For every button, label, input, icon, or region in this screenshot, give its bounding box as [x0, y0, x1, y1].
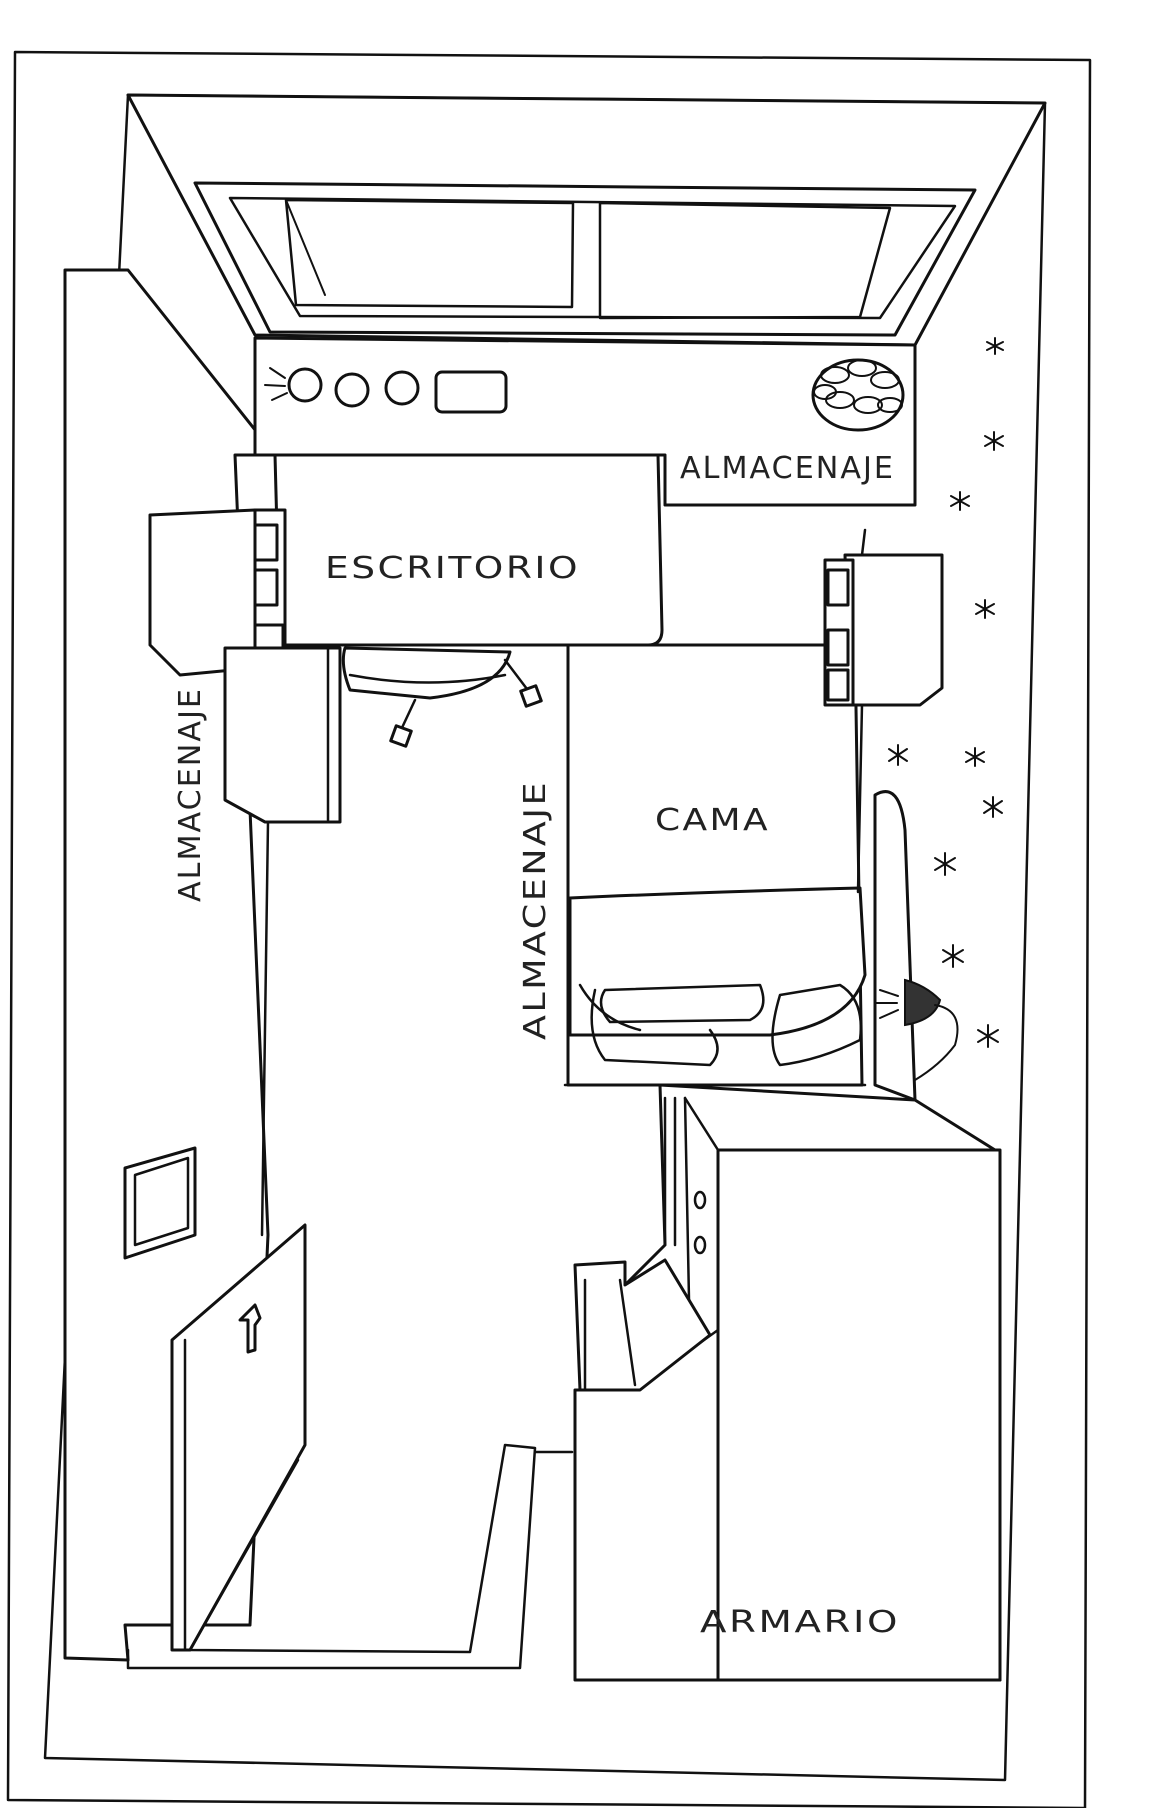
tablet-icon — [434, 370, 508, 414]
flower-pot-icon — [811, 358, 905, 432]
cup-icon — [334, 372, 370, 408]
desk — [273, 453, 664, 647]
door — [126, 1223, 574, 1670]
bed-label: CAMA — [655, 803, 770, 838]
storage-label-middle: ALMACENAJE — [518, 780, 553, 1040]
bed-frame-line — [860, 528, 867, 557]
wall-star-decoration-icon — [888, 337, 1004, 1048]
bed-frame-line — [856, 703, 864, 894]
wardrobe — [573, 1083, 1002, 1682]
window — [126, 93, 1047, 347]
right-drawer-unit — [823, 553, 944, 707]
storage-label-left: ALMACENAJE — [173, 687, 208, 902]
desk-lamp-icon — [264, 367, 323, 403]
left-drawer-unit — [148, 508, 287, 677]
bed — [563, 643, 867, 1087]
desk-label: ESCRITORIO — [325, 551, 580, 586]
wall-picture-icon — [123, 1146, 197, 1260]
left-storage-cabinet — [223, 646, 342, 824]
floor-edge — [260, 820, 270, 1237]
bed-wall-panel — [873, 790, 917, 1102]
cup-icon — [384, 370, 420, 406]
wardrobe-label: ARMARIO — [700, 1605, 900, 1640]
storage-label-top-right: ALMACENAJE — [680, 451, 895, 486]
desk-chair — [341, 646, 543, 748]
bedside-lamp-icon — [874, 978, 959, 1081]
